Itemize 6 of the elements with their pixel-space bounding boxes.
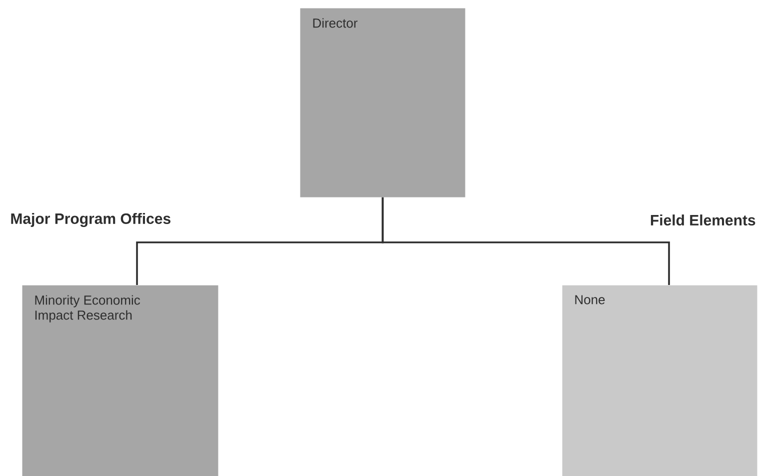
group-heading: Major Program Offices — [11, 212, 170, 228]
group-heading: Field Elements — [650, 214, 756, 226]
org-box: Minority Economic Impact Research — [22, 285, 218, 476]
connector-line — [382, 197, 670, 285]
org-box: None — [562, 285, 758, 476]
org-box: Director — [300, 8, 466, 198]
